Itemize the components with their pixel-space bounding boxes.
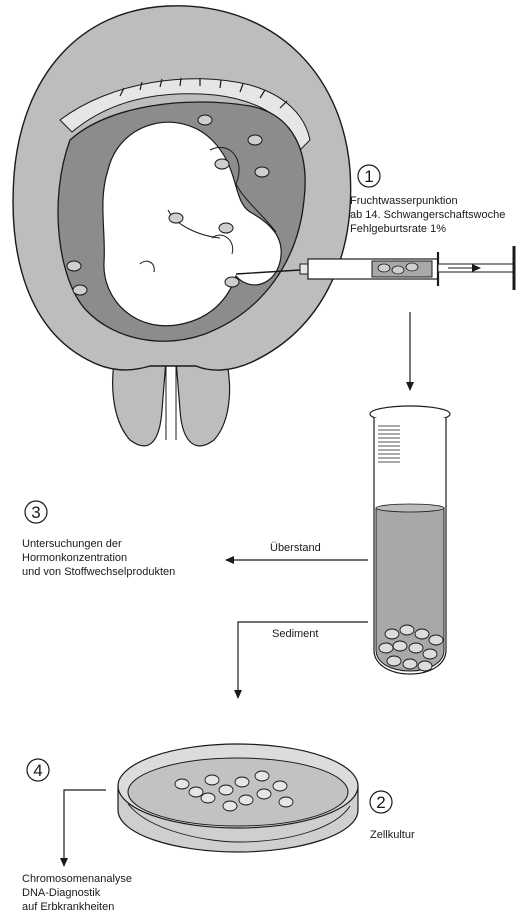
step-1-line-1: Fruchtwasserpunktion — [350, 195, 458, 207]
step-4-line-1: Chromosomenanalyse — [22, 873, 132, 885]
step-3-number: 3 — [31, 503, 40, 522]
step-4-number: 4 — [33, 761, 42, 780]
step-4-line-3: auf Erbkrankheiten — [22, 901, 114, 913]
step-4-line-2: DNA-Diagnostik — [22, 887, 101, 899]
step-2-number: 2 — [376, 793, 385, 812]
uterus-illustration — [13, 6, 351, 446]
step-3: 3 Untersuchungen der Hormonkonzentration… — [22, 501, 175, 578]
petri-dish — [118, 744, 358, 852]
step-1: 1 Fruchtwasserpunktion ab 14. Schwangers… — [350, 165, 505, 235]
step-1-line-3: Fehlgeburtsrate 1% — [350, 223, 446, 235]
step-1-line-2: ab 14. Schwangerschaftswoche — [350, 209, 505, 221]
step-2-label: Zellkultur — [370, 829, 415, 841]
step-3-line-1: Untersuchungen der — [22, 538, 122, 550]
step-3-line-2: Hormonkonzentration — [22, 552, 127, 564]
step-2: 2 Zellkultur — [370, 791, 415, 841]
step-1-number: 1 — [364, 167, 373, 186]
supernatant-label: Überstand — [270, 542, 321, 554]
step-3-line-3: und von Stoffwechselprodukten — [22, 566, 175, 578]
arrow-step-4 — [64, 790, 106, 866]
test-tube — [370, 406, 450, 674]
sediment-label: Sediment — [272, 628, 318, 640]
step-4: 4 Chromosomenanalyse DNA-Diagnostik auf … — [22, 759, 132, 913]
